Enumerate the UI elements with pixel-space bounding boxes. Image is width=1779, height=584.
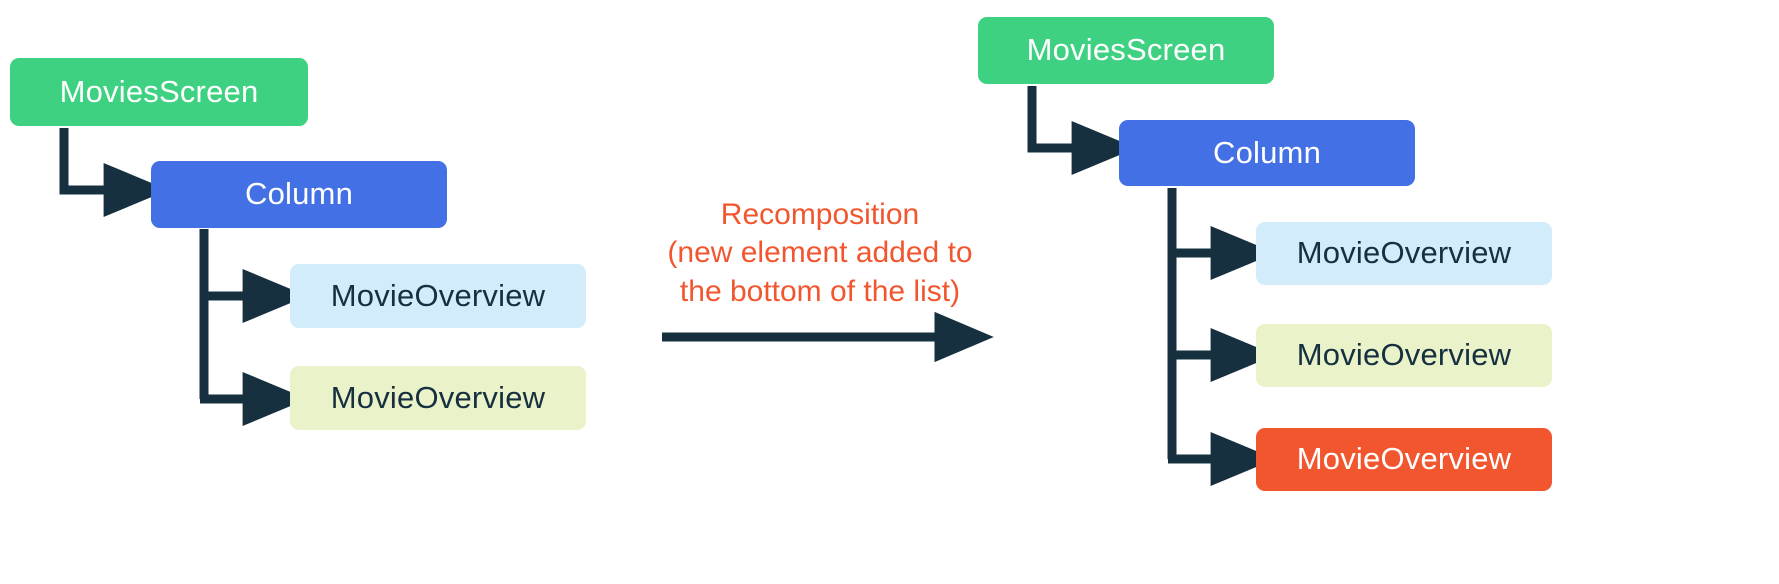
- recomposition-caption-line-1: Recomposition: [720, 198, 920, 231]
- before-movie-overview-label-2: MovieOverview: [330, 379, 546, 415]
- after-movies-screen-node[interactable]: MoviesScreen: [978, 17, 1274, 84]
- before-movies-screen-node[interactable]: MoviesScreen: [10, 58, 308, 126]
- connector-after-screen-to-column: [1027, 86, 1137, 175]
- connector-before-screen-to-column: [59, 128, 169, 217]
- after-movie-overview-node-3-new[interactable]: MovieOverview: [1256, 428, 1552, 491]
- before-movie-overview-label-1: MovieOverview: [330, 277, 546, 313]
- before-column-label: Column: [244, 176, 354, 212]
- after-column-label: Column: [1212, 134, 1322, 170]
- after-movie-overview-label-1: MovieOverview: [1296, 235, 1512, 271]
- after-movie-overview-node-2[interactable]: MovieOverview: [1256, 324, 1552, 387]
- before-column-node[interactable]: Column: [151, 161, 447, 228]
- after-movie-overview-label-2: MovieOverview: [1296, 337, 1512, 373]
- before-movie-overview-node-2[interactable]: MovieOverview: [290, 366, 586, 430]
- before-movies-screen-label: MoviesScreen: [59, 73, 259, 109]
- after-movie-overview-node-1[interactable]: MovieOverview: [1256, 222, 1552, 285]
- after-column-node[interactable]: Column: [1119, 120, 1415, 186]
- connector-before-column-to-items: [199, 229, 308, 426]
- recomposition-caption-line-2: (new element added to: [667, 236, 973, 270]
- before-movie-overview-node-1[interactable]: MovieOverview: [290, 264, 586, 328]
- after-movies-screen-label: MoviesScreen: [1026, 32, 1226, 68]
- recomposition-caption: Recomposition (new element added to the …: [660, 196, 980, 311]
- recomposition-caption-line-3: the bottom of the list): [679, 274, 961, 308]
- connector-after-column-to-items: [1167, 188, 1276, 486]
- after-movie-overview-label-3: MovieOverview: [1296, 441, 1512, 477]
